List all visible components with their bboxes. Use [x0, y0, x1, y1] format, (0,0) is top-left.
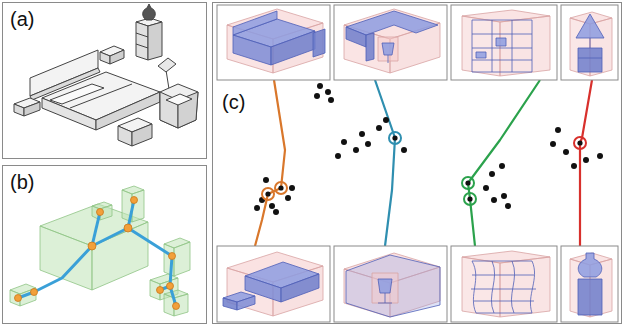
bedroom-scene	[14, 4, 198, 146]
panel-label: (a)	[10, 8, 34, 30]
panel-frame: (c)	[212, 2, 622, 324]
embedding-plot	[217, 5, 618, 322]
panel-label: (c)	[222, 91, 245, 113]
panel-frame: (b)	[2, 165, 207, 324]
box-hierarchy	[10, 186, 190, 316]
panel-label: (b)	[10, 171, 34, 193]
panel-frame: (a)	[2, 2, 207, 159]
